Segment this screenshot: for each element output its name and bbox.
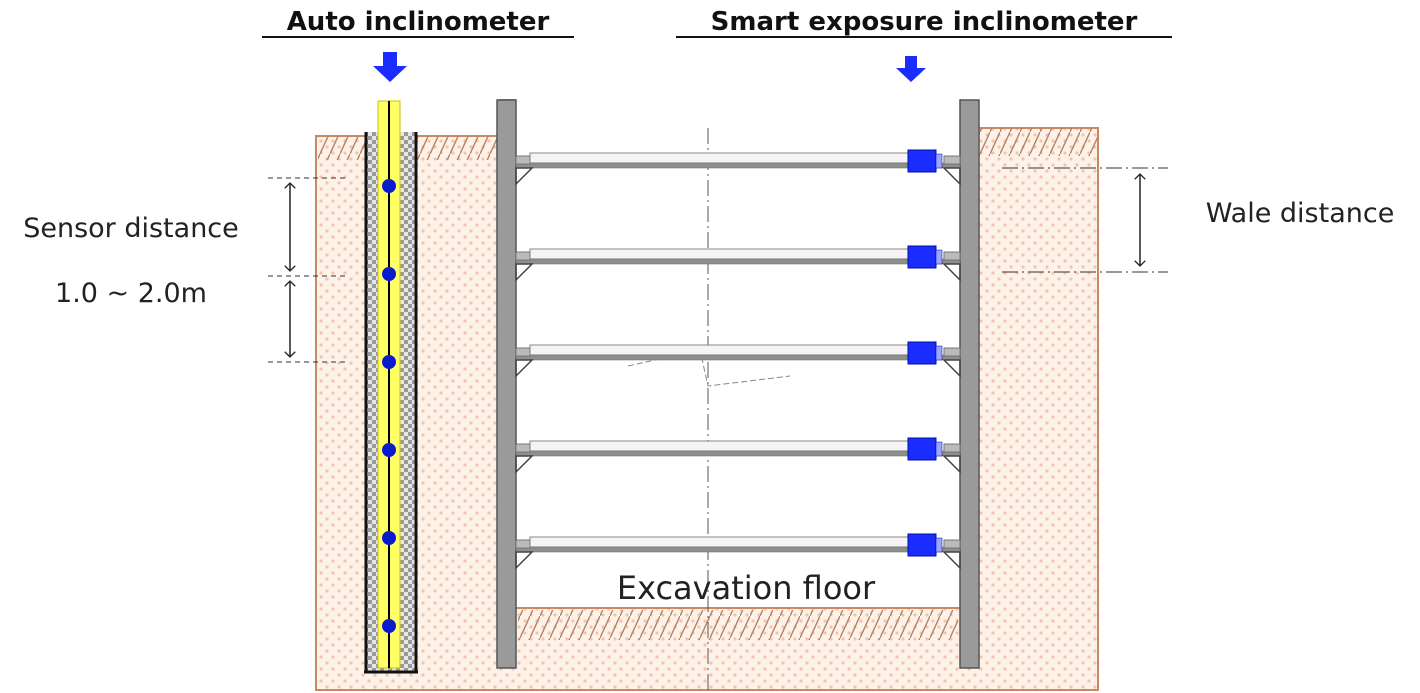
smart-inclinometer-sensor [907, 437, 937, 461]
sensor-cap [935, 249, 943, 265]
sensor-dot [382, 443, 396, 457]
wale-beam [515, 354, 961, 361]
strut-end-left [515, 347, 531, 357]
strut-end-right [943, 251, 961, 261]
retaining-wall-left [496, 99, 517, 669]
strut-pipe [529, 536, 911, 548]
sensor-distance-dimension [268, 177, 348, 363]
strut-end-left [515, 539, 531, 549]
strut-end-right [943, 539, 961, 549]
strut [515, 149, 961, 186]
sensor-distance-label: Sensor distance [23, 213, 239, 244]
strut-pipe [529, 344, 911, 356]
bracket-left [515, 455, 534, 474]
sensor-cap [935, 441, 943, 457]
bracket-right [942, 359, 961, 378]
sensor-dot [382, 355, 396, 369]
sensor-cap [935, 345, 943, 361]
strut-end-right [943, 155, 961, 165]
strut-end-right [943, 443, 961, 453]
smart-inclinometer-sensor [907, 533, 937, 557]
wale-beam [515, 258, 961, 265]
sensor-dot [382, 267, 396, 281]
wale-distance-dimension [1002, 167, 1168, 273]
ground-hatching [318, 128, 1098, 640]
smart-inclinometer-arrow [896, 56, 926, 82]
sensor-dot [382, 619, 396, 633]
retaining-wall-right [959, 99, 980, 669]
sensor-range-label: 1.0 ~ 2.0m [55, 278, 207, 309]
bracket-left [515, 263, 534, 282]
bracket-right [942, 167, 961, 186]
strut-pipe [529, 152, 911, 164]
strut-end-left [515, 443, 531, 453]
sensor-cap [935, 537, 943, 553]
smart-inclinometer-sensor [907, 149, 937, 173]
bracket-left [515, 551, 534, 570]
borehole [364, 100, 418, 674]
bracket-right [942, 263, 961, 282]
sensor-dot [382, 179, 396, 193]
strut [515, 533, 961, 570]
auto-inclinometer-title: Auto inclinometer [287, 7, 550, 37]
strut-end-left [515, 251, 531, 261]
smart-inclinometer-sensor [907, 341, 937, 365]
wale-beam [515, 450, 961, 457]
strut-end-left [515, 155, 531, 165]
strut-end-right [943, 347, 961, 357]
sensor-cap [935, 153, 943, 169]
smart-inclinometer-title: Smart exposure inclinometer [711, 7, 1138, 37]
strut-group [515, 149, 961, 570]
auto-inclinometer-arrow [373, 52, 407, 82]
strut-pipe [529, 440, 911, 452]
strut [515, 341, 961, 378]
wale-distance-label: Wale distance [1206, 198, 1395, 229]
wale-beam [515, 546, 961, 553]
wale-beam [515, 162, 961, 169]
strut [515, 437, 961, 474]
sensor-dot [382, 531, 396, 545]
bracket-left [515, 359, 534, 378]
bracket-left [515, 167, 534, 186]
strut-pipe [529, 248, 911, 260]
bracket-right [942, 455, 961, 474]
sensor-group [382, 179, 396, 633]
smart-inclinometer-sensor [907, 245, 937, 269]
excavation-floor-label: Excavation floor [617, 569, 876, 607]
strut [515, 245, 961, 282]
bracket-right [942, 551, 961, 570]
